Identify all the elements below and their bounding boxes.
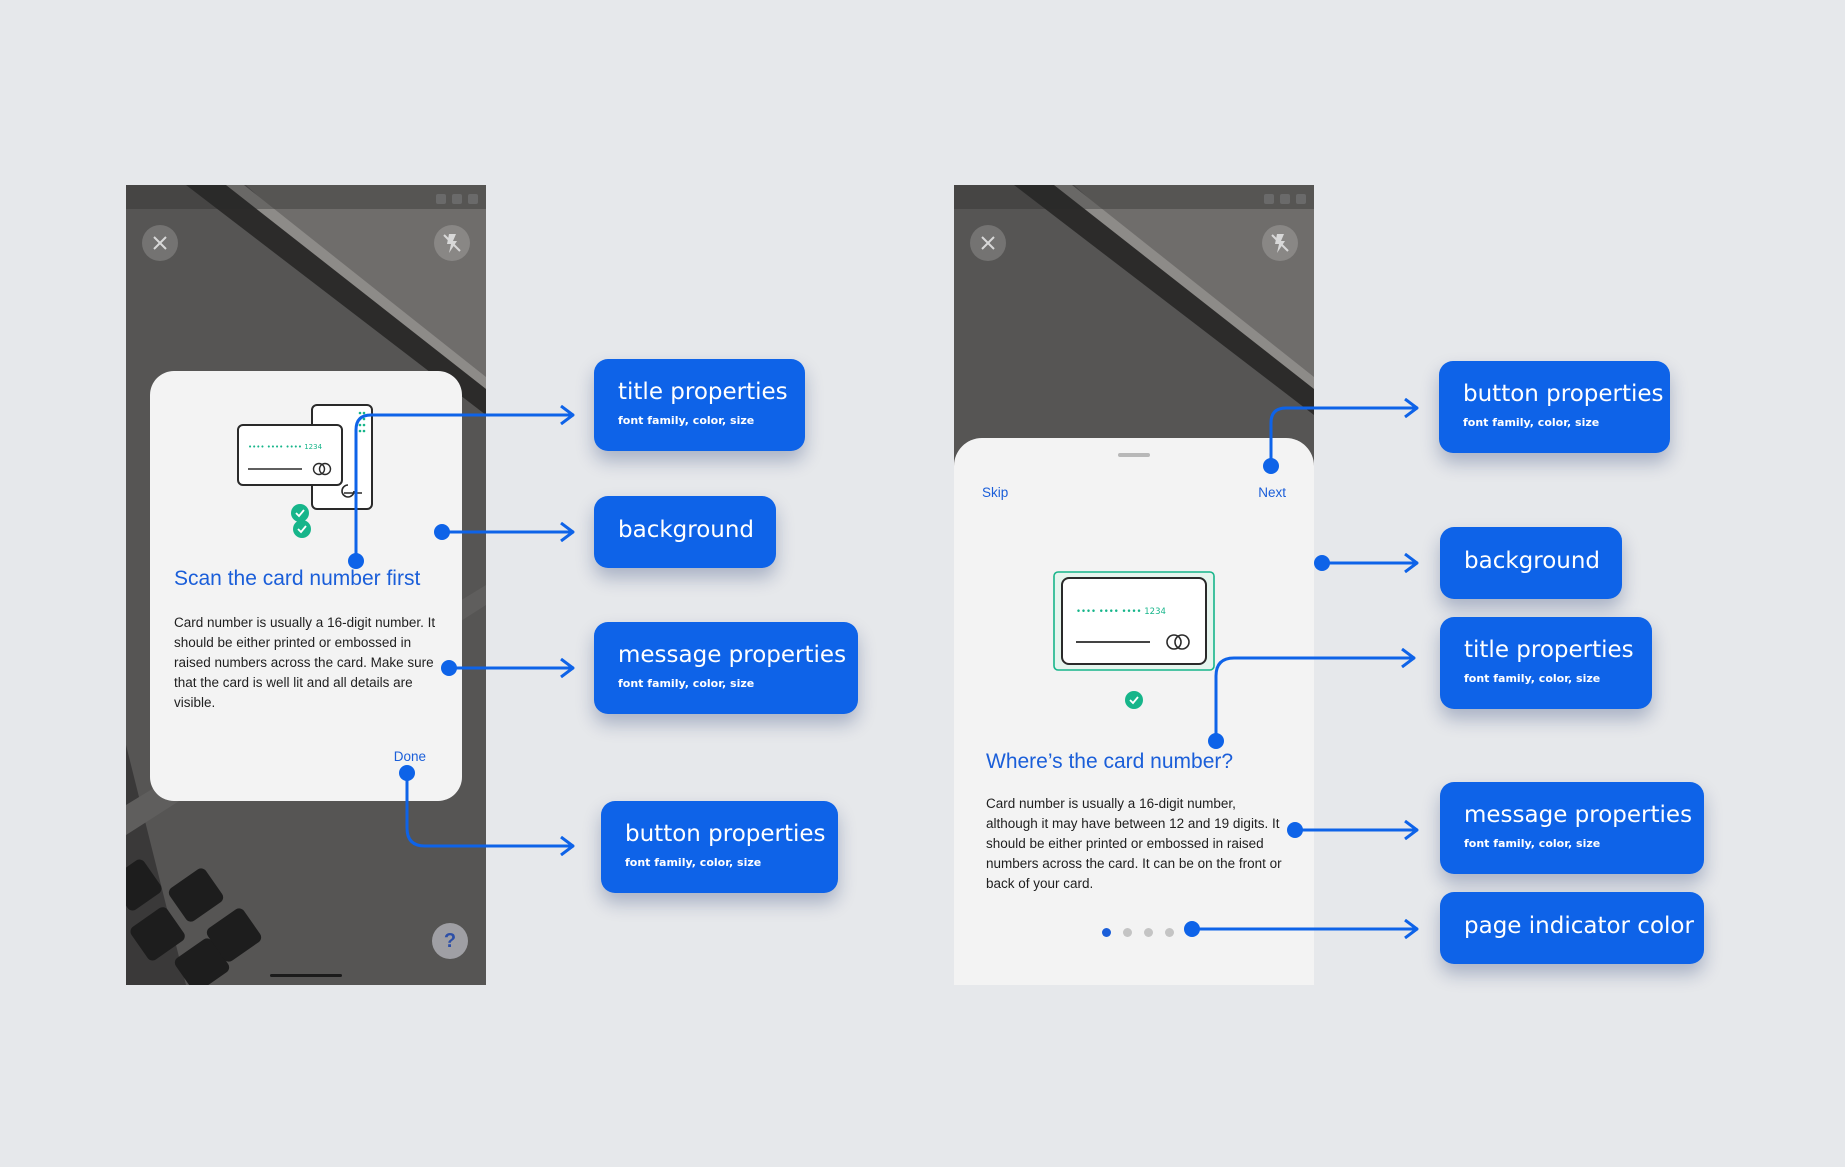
card-number-digits: •••• •••• •••• 1234 bbox=[1076, 607, 1166, 617]
status-bar bbox=[126, 185, 486, 209]
page-indicator[interactable] bbox=[1102, 924, 1186, 942]
callout-subheading: font family, color, size bbox=[1463, 416, 1600, 429]
card-scan-illustration: •••• •••• •••• 1234 bbox=[237, 404, 373, 522]
dialog-message: Card number is usually a 16-digit number… bbox=[174, 615, 436, 710]
callout-background: background bbox=[594, 496, 776, 568]
callout-heading: message properties bbox=[1464, 802, 1693, 828]
callout-heading: background bbox=[618, 517, 755, 543]
card-frame-illustration: •••• •••• •••• 1234 bbox=[1053, 571, 1215, 671]
flash-off-icon[interactable] bbox=[1262, 225, 1298, 261]
status-icons bbox=[1258, 191, 1306, 209]
page-dot[interactable] bbox=[1144, 928, 1153, 937]
onboarding-bottom-sheet: Skip Next •••• •••• •••• 1234 Where’s th… bbox=[954, 438, 1314, 985]
status-icons bbox=[430, 191, 478, 209]
callout-subheading: font family, color, size bbox=[618, 677, 755, 690]
sheet-title: Where’s the card number? bbox=[986, 750, 1234, 773]
phone-screen-onboarding-sheet: Skip Next •••• •••• •••• 1234 Where’s th… bbox=[954, 185, 1314, 985]
callout-heading: message properties bbox=[618, 642, 847, 668]
callout-button-properties: button properties font family, color, si… bbox=[601, 801, 838, 893]
callout-heading: button properties bbox=[1463, 381, 1664, 407]
callout-heading: title properties bbox=[1464, 637, 1634, 663]
check-icon bbox=[1125, 691, 1143, 709]
callout-message-properties: message properties font family, color, s… bbox=[594, 622, 858, 714]
anchor-dot bbox=[1314, 555, 1330, 571]
dialog-title: Scan the card number first bbox=[174, 567, 421, 590]
scan-dialog: •••• •••• •••• 1234 Scan the card number… bbox=[150, 371, 462, 801]
close-icon[interactable] bbox=[970, 225, 1006, 261]
sheet-drag-handle[interactable] bbox=[1118, 453, 1150, 457]
check-icon bbox=[293, 520, 311, 538]
page-dot[interactable] bbox=[1165, 928, 1174, 937]
callout-subheading: font family, color, size bbox=[1464, 837, 1601, 850]
skip-button[interactable]: Skip bbox=[982, 485, 1009, 500]
callout-subheading: font family, color, size bbox=[1464, 672, 1601, 685]
callout-title-properties: title properties font family, color, siz… bbox=[1440, 617, 1652, 709]
done-button[interactable]: Done bbox=[393, 749, 426, 764]
callout-subheading: font family, color, size bbox=[618, 414, 755, 427]
callout-background: background bbox=[1440, 527, 1622, 599]
help-button[interactable]: ? bbox=[432, 923, 468, 959]
callout-title-properties: title properties font family, color, siz… bbox=[594, 359, 805, 451]
flash-off-icon[interactable] bbox=[434, 225, 470, 261]
callout-heading: page indicator color bbox=[1464, 913, 1694, 939]
next-button[interactable]: Next bbox=[1258, 485, 1286, 500]
callout-message-properties: message properties font family, color, s… bbox=[1440, 782, 1704, 874]
page-dot-active[interactable] bbox=[1102, 928, 1111, 937]
callout-heading: background bbox=[1464, 548, 1601, 574]
sheet-message: Card number is usually a 16-digit number… bbox=[986, 796, 1282, 891]
callout-button-properties: button properties font family, color, si… bbox=[1439, 361, 1670, 453]
home-indicator bbox=[270, 974, 342, 977]
callout-heading: button properties bbox=[625, 821, 826, 847]
phone-screen-scan-dialog: •••• •••• •••• 1234 Scan the card number… bbox=[126, 185, 486, 985]
callout-heading: title properties bbox=[618, 379, 788, 405]
close-icon[interactable] bbox=[142, 225, 178, 261]
card-number-digits: •••• •••• •••• 1234 bbox=[248, 443, 323, 451]
callout-subheading: font family, color, size bbox=[625, 856, 762, 869]
page-dot[interactable] bbox=[1123, 928, 1132, 937]
status-bar bbox=[954, 185, 1314, 209]
callout-page-indicator-color: page indicator color bbox=[1440, 892, 1704, 964]
